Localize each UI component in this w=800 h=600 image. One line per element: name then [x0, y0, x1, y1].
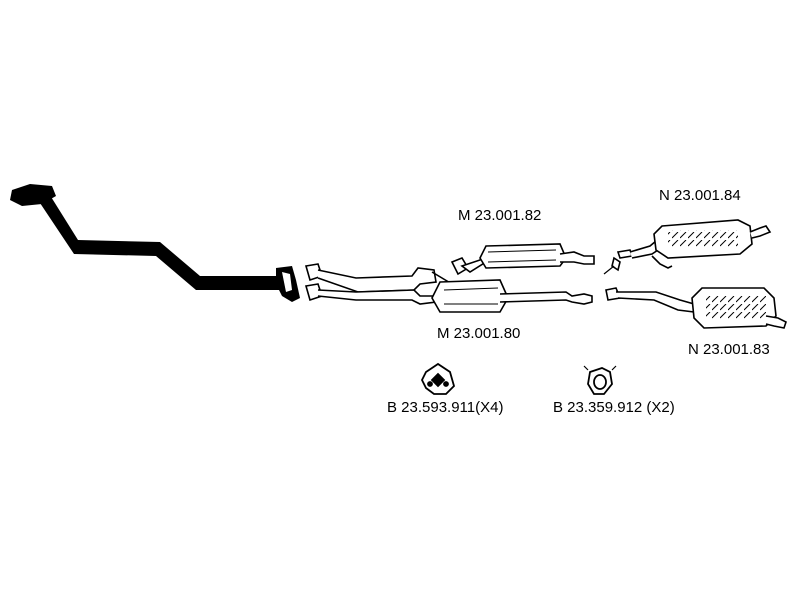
part-label-n-23-001-84: N 23.001.84 — [659, 187, 741, 204]
middle-silencer-y-pipe-icon — [304, 263, 593, 313]
part-label-m-23-001-80: M 23.001.80 — [437, 325, 521, 342]
gasket-icon — [420, 362, 456, 395]
part-label-gasket: B 23.593.911(X4) — [387, 399, 504, 416]
part-label-clamp: B 23.359.912 (X2) — [553, 399, 675, 416]
rear-silencer-icon — [603, 256, 787, 329]
part-label-m-23-001-82: M 23.001.82 — [458, 207, 542, 224]
rear-silencer-icon — [616, 219, 772, 269]
part-label-n-23-001-83: N 23.001.83 — [688, 341, 770, 358]
clamp-ring-icon — [583, 365, 617, 395]
front-exhaust-pipe-icon — [10, 184, 300, 302]
middle-silencer-icon — [450, 243, 595, 276]
